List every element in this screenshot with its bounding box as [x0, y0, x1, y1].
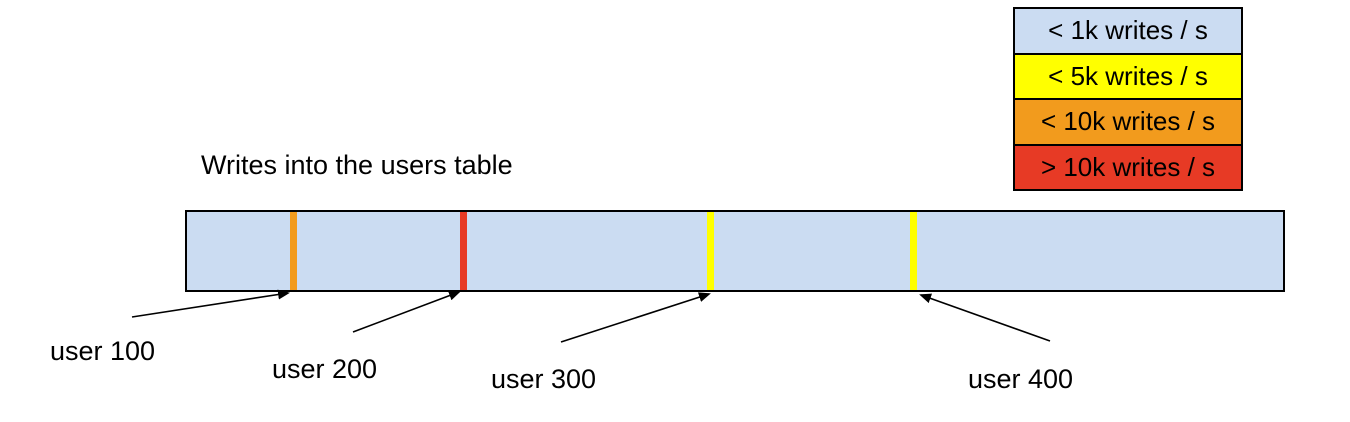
- arrow-user-100: [131, 289, 290, 318]
- arrow-user-300: [560, 292, 711, 343]
- legend-item-lt-5k: < 5k writes / s: [1015, 54, 1241, 100]
- legend-item-lt-1k: < 1k writes / s: [1015, 9, 1241, 55]
- legend-item-gt-10k: > 10k writes / s: [1015, 145, 1241, 189]
- users-table-bar: [185, 210, 1285, 292]
- marker-user-100: [290, 212, 297, 290]
- marker-user-300: [707, 212, 714, 290]
- legend-item-lt-10k: < 10k writes / s: [1015, 100, 1241, 146]
- marker-user-400: [910, 212, 917, 290]
- arrow-user-400: [919, 293, 1051, 342]
- legend: < 1k writes / s < 5k writes / s < 10k wr…: [1013, 7, 1243, 191]
- label-user-400: user 400: [968, 364, 1074, 394]
- label-user-300: user 300: [491, 364, 597, 394]
- diagram-title: Writes into the users table: [201, 150, 513, 180]
- label-user-200: user 200: [272, 354, 378, 384]
- arrow-user-200: [352, 290, 461, 333]
- marker-user-200: [460, 212, 467, 290]
- label-user-100: user 100: [50, 336, 156, 366]
